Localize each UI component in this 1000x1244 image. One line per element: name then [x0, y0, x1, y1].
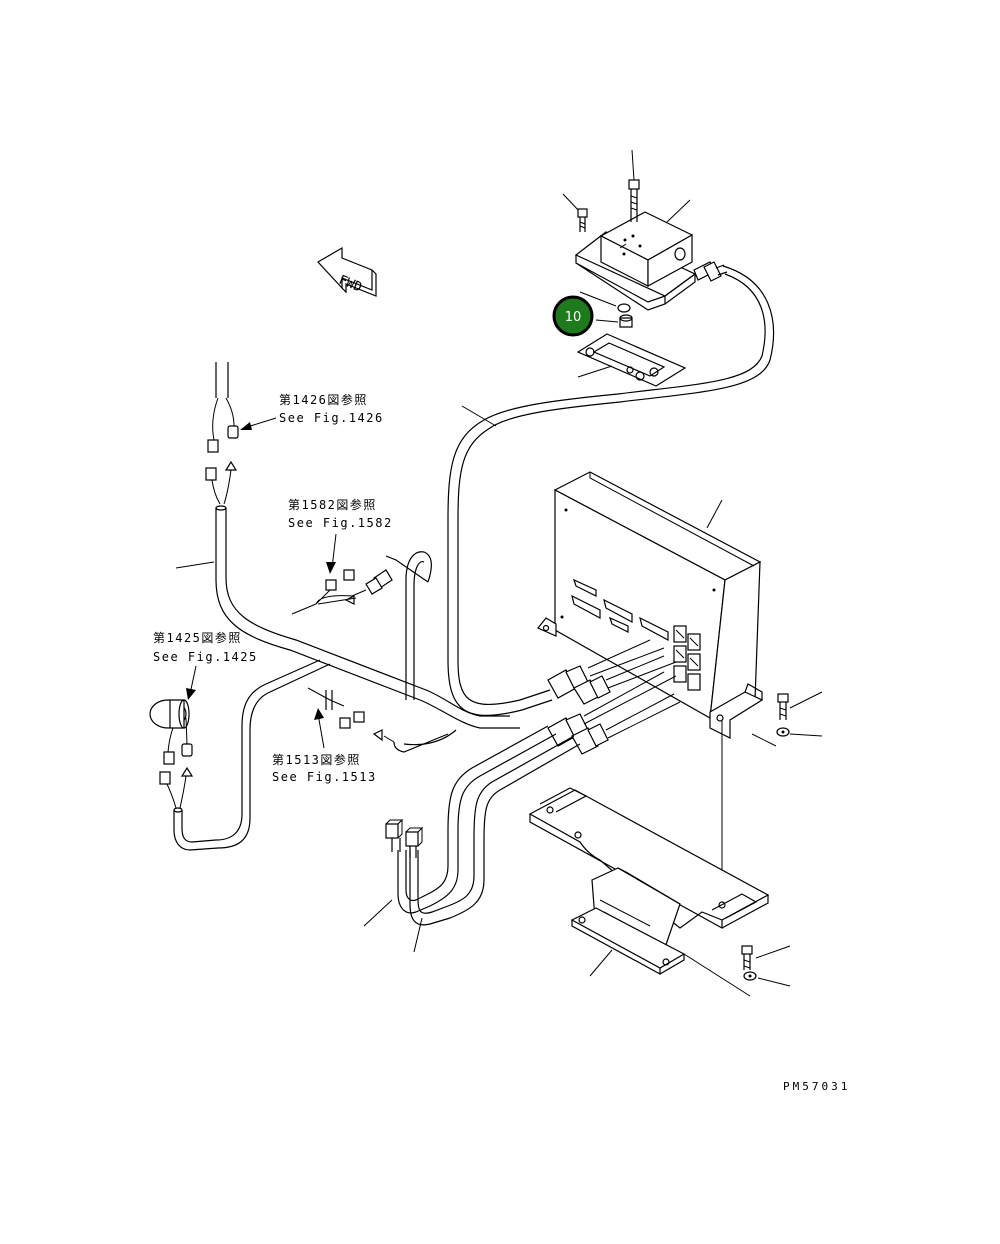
harness-cable-upper — [447, 265, 775, 717]
ref-1426-en: See Fig.1426 — [279, 411, 384, 425]
ref-1425-en: See Fig.1425 — [153, 650, 258, 664]
controller-connectors — [547, 639, 681, 755]
callout-10-badge — [552, 295, 594, 337]
bolt-bracket — [741, 945, 791, 970]
orifice-plug — [595, 314, 633, 328]
ref-1513-jp: 第1513図参照 — [272, 752, 361, 767]
leader-line — [751, 733, 777, 747]
callout-10[interactable]: 10 — [552, 295, 594, 337]
controller-box — [537, 471, 764, 739]
ref-1582[interactable]: 第1582図参照 See Fig.1582 — [288, 497, 393, 530]
bolt-upper-left — [562, 193, 588, 232]
ref-1426-jp: 第1426図参照 — [279, 392, 368, 407]
ref-1425-jp: 第1425図参照 — [153, 630, 242, 645]
bolt-upper-center — [628, 149, 640, 222]
gasket — [576, 333, 687, 387]
fwd-direction-arrow: FWD — [317, 246, 377, 297]
valve-block — [574, 199, 697, 311]
callout-10-label: 10 — [565, 310, 582, 325]
ref-1513[interactable]: 第1513図参照 See Fig.1513 — [272, 752, 377, 784]
harness-left — [149, 362, 520, 851]
drawing-code: PM57031 — [783, 1080, 850, 1093]
ref-1426[interactable]: 第1426図参照 See Fig.1426 — [279, 392, 384, 425]
washer-controller — [776, 727, 823, 737]
ref-1582-en: See Fig.1582 — [288, 516, 393, 530]
bolt-controller — [777, 691, 823, 720]
mounting-bracket — [528, 787, 770, 997]
washer-bracket — [743, 971, 791, 987]
reference-arrows — [186, 417, 337, 749]
ref-1582-jp: 第1582図参照 — [288, 497, 377, 512]
harness-cable-lower — [363, 725, 581, 953]
ref-1513-en: See Fig.1513 — [272, 770, 377, 784]
ref-1425[interactable]: 第1425図参照 See Fig.1425 — [153, 630, 258, 664]
o-ring — [579, 291, 631, 313]
valve-connector — [693, 261, 728, 282]
